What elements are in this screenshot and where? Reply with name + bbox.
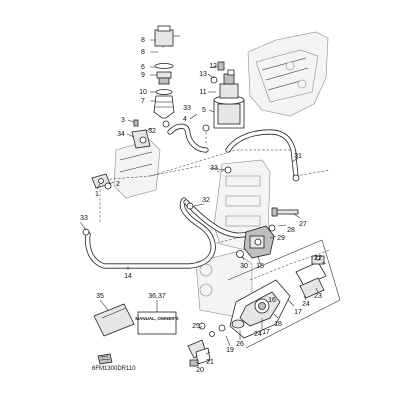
callout-19: 19 bbox=[226, 347, 234, 354]
callout-17b: 17 bbox=[262, 329, 270, 336]
callout-33c: 33 bbox=[80, 215, 88, 222]
owners-manual: MANUAL, OWNER'S bbox=[135, 311, 179, 335]
fuel-hose-upper bbox=[167, 123, 209, 153]
exploded-view-box bbox=[227, 239, 341, 349]
bolt-27-28 bbox=[268, 207, 299, 232]
part-35-bag bbox=[93, 303, 135, 337]
callout-13: 13 bbox=[199, 71, 207, 78]
fuel-hose-32 bbox=[183, 199, 251, 238]
diagram-code: 6FM1300DR110 bbox=[92, 366, 136, 372]
callout-32a: 32 bbox=[148, 128, 156, 135]
callout-33a: 33 bbox=[183, 105, 191, 112]
pump-inlet-20-21 bbox=[187, 339, 211, 367]
washer-11 bbox=[210, 76, 218, 84]
callout-2: 2 bbox=[116, 181, 120, 188]
filter-cup bbox=[153, 95, 175, 119]
callout-29: 29 bbox=[277, 235, 285, 242]
callout-34: 34 bbox=[117, 131, 125, 138]
callout-20: 20 bbox=[196, 367, 204, 374]
fuel-hose-14 bbox=[85, 197, 216, 269]
clamp-33a bbox=[202, 124, 210, 132]
callout-22: 22 bbox=[314, 255, 322, 262]
filter-o-ring bbox=[154, 63, 174, 69]
callout-31: 31 bbox=[294, 153, 302, 160]
callout-25: 25 bbox=[192, 323, 200, 330]
bracket-outline bbox=[113, 139, 161, 199]
callout-labels: 8 8 6 9 10 7 12 13 11 5 4 33 3 34 32 1 2… bbox=[80, 37, 322, 374]
filter-seal bbox=[155, 89, 173, 95]
fuel-pump-assembly bbox=[213, 69, 245, 129]
manual-label: MANUAL, OWNER'S bbox=[135, 316, 178, 321]
callout-3: 3 bbox=[121, 117, 125, 124]
callout-26: 26 bbox=[236, 341, 244, 348]
valve-19-26 bbox=[209, 319, 245, 337]
washer-30 bbox=[236, 250, 244, 258]
callout-12: 12 bbox=[209, 63, 217, 70]
fuel-filter-cap bbox=[154, 25, 180, 47]
bolt-12 bbox=[217, 61, 225, 71]
clamp-33c bbox=[82, 228, 90, 236]
callout-8b: 8 bbox=[141, 49, 145, 56]
diaphragm-23-24 bbox=[295, 261, 327, 299]
callout-35: 35 bbox=[96, 293, 104, 300]
clamp-31 bbox=[292, 174, 300, 182]
callout-17a: 17 bbox=[294, 309, 302, 316]
callout-24a: 24 bbox=[302, 301, 310, 308]
callout-14: 14 bbox=[124, 273, 132, 280]
fuel-pump-body bbox=[229, 279, 291, 339]
leader-lines bbox=[79, 39, 327, 365]
filter-element bbox=[156, 71, 172, 85]
callout-16: 16 bbox=[268, 297, 276, 304]
callout-36-37: 36,37 bbox=[148, 293, 166, 300]
clamp-32 bbox=[162, 120, 170, 128]
callout-1: 1 bbox=[95, 191, 99, 198]
cover-22 bbox=[311, 255, 325, 265]
diagram-code-icon bbox=[97, 353, 113, 365]
callout-10: 10 bbox=[139, 89, 147, 96]
callout-15: 15 bbox=[256, 263, 264, 270]
callout-6: 6 bbox=[141, 64, 145, 71]
callout-5: 5 bbox=[202, 107, 206, 114]
bracket-34 bbox=[131, 129, 151, 149]
fuel-joint-assembly bbox=[243, 225, 275, 259]
callout-30: 30 bbox=[240, 263, 248, 270]
callout-9: 9 bbox=[141, 72, 145, 79]
callout-24b: 24 bbox=[254, 331, 262, 338]
fuel-hose-31 bbox=[225, 129, 299, 179]
clip-1-2 bbox=[91, 173, 112, 190]
callout-23: 23 bbox=[314, 293, 322, 300]
engine-block-outline bbox=[247, 31, 329, 117]
callout-33b: 33 bbox=[210, 165, 218, 172]
bolt-3 bbox=[133, 119, 139, 127]
callout-4: 4 bbox=[183, 116, 187, 123]
clamp-32b bbox=[186, 202, 194, 210]
callout-7: 7 bbox=[141, 98, 145, 105]
callout-32b: 32 bbox=[202, 197, 210, 204]
callout-18: 18 bbox=[274, 321, 282, 328]
callout-21: 21 bbox=[206, 359, 214, 366]
callout-28: 28 bbox=[287, 227, 295, 234]
callout-27: 27 bbox=[299, 221, 307, 228]
callout-11: 11 bbox=[199, 89, 206, 96]
callout-8: 8 bbox=[141, 37, 145, 44]
lower-block-outline bbox=[195, 251, 253, 317]
